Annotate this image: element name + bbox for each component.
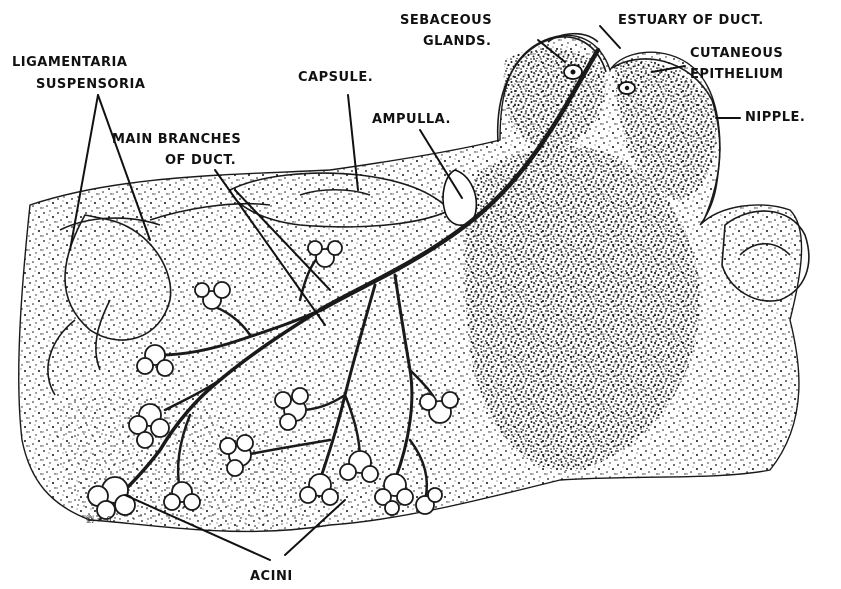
label-cutaneous-line2: EPITHELIUM (690, 67, 784, 82)
label-cutaneous-line1: CUTANEOUS (690, 46, 783, 61)
label-nipple: NIPPLE. (745, 110, 805, 125)
label-main-branches-line2: OF DUCT. (165, 153, 236, 168)
artist-signature: 劉 ★ 6 (86, 515, 111, 524)
label-sebaceous-line1: SEBACEOUS (400, 13, 492, 28)
label-ampulla: AMPULLA. (372, 112, 451, 127)
label-acini: ACINI (250, 569, 293, 584)
tissue-body (19, 35, 802, 531)
label-sebaceous-line2: GLANDS. (423, 34, 492, 49)
label-estuary: ESTUARY OF DUCT. (618, 13, 764, 28)
label-ligamentaria-line2: SUSPENSORIA (36, 77, 145, 92)
label-main-branches-line1: MAIN BRANCHES (112, 132, 241, 147)
label-capsule: CAPSULE. (298, 70, 373, 85)
label-ligamentaria-line1: LIGAMENTARIA (12, 55, 127, 70)
